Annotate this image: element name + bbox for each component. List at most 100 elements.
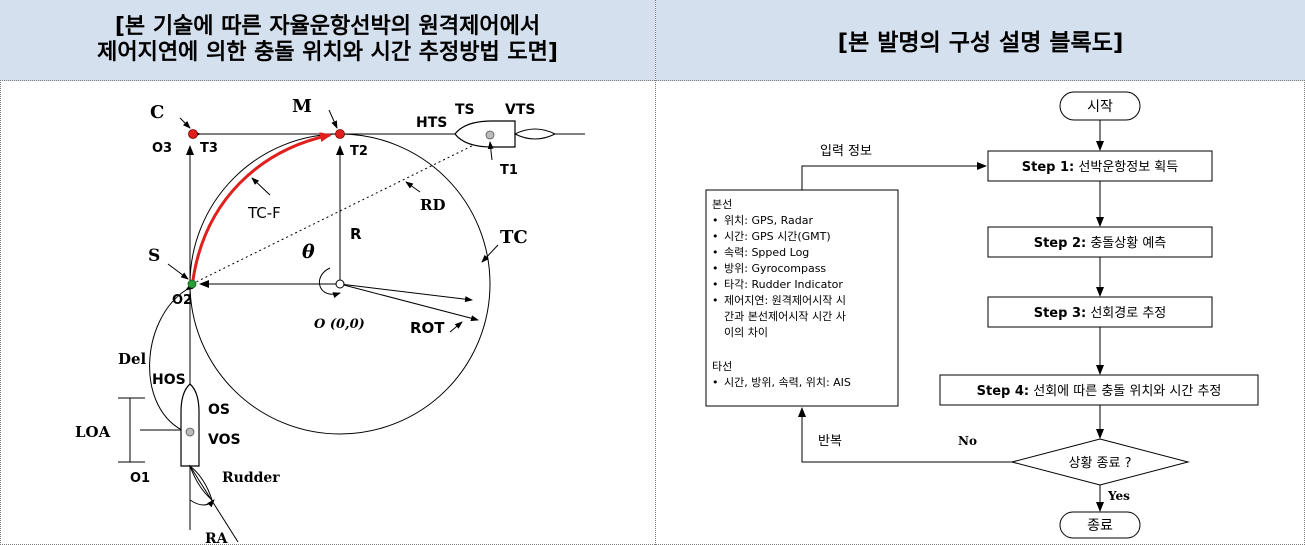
no-label: No (958, 434, 977, 448)
step1-box (987, 150, 1213, 182)
label-s: S (148, 246, 160, 266)
label-tcf: TC-F (247, 204, 281, 222)
info-bullet: • (712, 294, 719, 307)
label-t1: T1 (500, 163, 518, 178)
own-item-rudder: 타각: Rudder Indicator (724, 278, 843, 291)
label-rot: ROT (410, 319, 445, 337)
left-panel-title: [본 기술에 따른 자율운항선박의 원격제어에서 제어지연에 의한 충돌 위치와… (0, 0, 655, 81)
tc-pointer (481, 244, 499, 263)
own-item-delay-2: 간과 본선제어시작 시간 사 (724, 310, 846, 323)
step4-prefix: Step 4: (977, 384, 1029, 399)
left-title-line2: 제어지연에 의한 충돌 위치와 시간 추정방법 도면] (97, 40, 558, 65)
info-bullet: • (712, 376, 719, 389)
label-t3: T3 (200, 141, 218, 156)
target-ship-header: 타선 (712, 360, 732, 373)
target-ship-center (485, 130, 495, 140)
label-theta: θ (302, 241, 315, 263)
end-label: 종료 (1087, 518, 1113, 534)
step4-box (939, 374, 1259, 406)
rot-line (339, 283, 479, 322)
step3-box (987, 296, 1213, 328)
label-ts: TS (455, 102, 475, 118)
rudder-angle-arc (189, 499, 215, 508)
label-origin: O (0,0) (314, 317, 365, 332)
maneuver-diagram: C M TS VTS HTS O3 T3 T2 T1 TC-F RD TC R … (75, 96, 585, 545)
step4-text: 선회에 따른 충돌 위치와 시간 추정 (1029, 384, 1221, 399)
flowchart: 시작 Step 1: 선박운항정보 획득 Step 2: 충돌상황 예측 Ste… (705, 91, 1259, 539)
s-pointer (167, 263, 189, 280)
label-rudder: Rudder (222, 470, 280, 486)
label-os: OS (208, 402, 230, 418)
tcf-pointer (251, 177, 271, 196)
t1-pointer (487, 141, 494, 161)
c-pointer (179, 117, 191, 129)
label-rd: RD (420, 196, 445, 214)
own-item-delay-1: 제어지연: 원격제어시작 시 (724, 294, 846, 307)
label-tc: TC (500, 227, 528, 248)
info-box-content: 본선 • 위치: GPS, Radar • 시간: GPS 시간(GMT) • … (712, 198, 851, 389)
step1-prefix: Step 1: (1022, 160, 1074, 175)
label-t2: T2 (350, 144, 368, 159)
label-m: M (292, 96, 312, 117)
left-title-line1: [본 기술에 따른 자율운항선박의 원격제어에서 (114, 14, 541, 39)
label-vos: VOS (208, 432, 241, 448)
own-item-delay-3: 이의 차이 (724, 326, 768, 339)
repeat-label: 반복 (818, 434, 842, 449)
rot-line-2 (339, 283, 473, 303)
turning-path-tcf (191, 132, 332, 281)
label-c: C (150, 102, 164, 123)
target-item-ais: 시간, 방위, 속력, 위치: AIS (724, 376, 851, 389)
own-item-heading: 방위: Gyrocompass (724, 262, 826, 275)
arrow-no-repeat (798, 407, 1012, 463)
step2-box (987, 226, 1213, 258)
label-vts: VTS (505, 102, 535, 118)
label-hts: HTS (416, 115, 447, 131)
info-bullet: • (712, 246, 719, 259)
del-arc (149, 283, 194, 433)
step1-label: Step 1: 선박운항정보 획득 (1022, 160, 1178, 175)
decision-label: 상황 종료 ? (1068, 456, 1131, 471)
own-ship-center (185, 427, 195, 437)
info-bullet: • (712, 262, 719, 275)
step3-prefix: Step 3: (1034, 306, 1086, 321)
own-ship-hull (180, 383, 200, 467)
label-ra: RA (205, 531, 229, 545)
theta-arc (319, 267, 341, 298)
end-terminal (1059, 511, 1141, 539)
label-loa: LOA (75, 423, 111, 441)
panel-divider (655, 0, 656, 545)
label-hos: HOS (152, 372, 186, 388)
step3-text: 선회경로 추정 (1086, 306, 1166, 321)
label-o2: O2 (172, 293, 192, 308)
own-item-position: 위치: GPS, Radar (724, 214, 813, 227)
target-ship-hull (454, 120, 516, 148)
info-box (705, 189, 899, 407)
m-pointer (328, 109, 338, 129)
point-m (335, 129, 345, 139)
own-ship-header: 본선 (712, 198, 732, 211)
input-info-label: 입력 정보 (820, 144, 872, 159)
point-s (187, 279, 197, 289)
point-o3 (188, 129, 198, 139)
step4-label: Step 4: 선회에 따른 충돌 위치와 시간 추정 (977, 384, 1222, 399)
own-item-time: 시간: GPS 시간(GMT) (724, 230, 831, 243)
step3-label: Step 3: 선회경로 추정 (1034, 306, 1167, 321)
rd-pointer (405, 181, 421, 193)
point-origin (335, 279, 345, 289)
target-ship-wake (513, 128, 557, 140)
right-panel-title: [본 발명의 구성 설명 블록도] (656, 0, 1305, 81)
info-bullet: • (712, 278, 719, 291)
step2-label: Step 2: 충돌상황 예측 (1034, 236, 1167, 251)
yes-label: Yes (1107, 489, 1130, 503)
rot-pointer (449, 321, 463, 333)
label-r: R (350, 225, 362, 243)
label-del: Del (118, 350, 147, 368)
step2-prefix: Step 2: (1034, 236, 1086, 251)
start-label: 시작 (1087, 99, 1113, 115)
own-item-speed: 속력: Spped Log (724, 246, 809, 259)
step2-text: 충돌상황 예측 (1086, 236, 1166, 251)
rd-line (191, 136, 491, 285)
label-o1: O1 (130, 471, 150, 486)
info-bullet: • (712, 214, 719, 227)
